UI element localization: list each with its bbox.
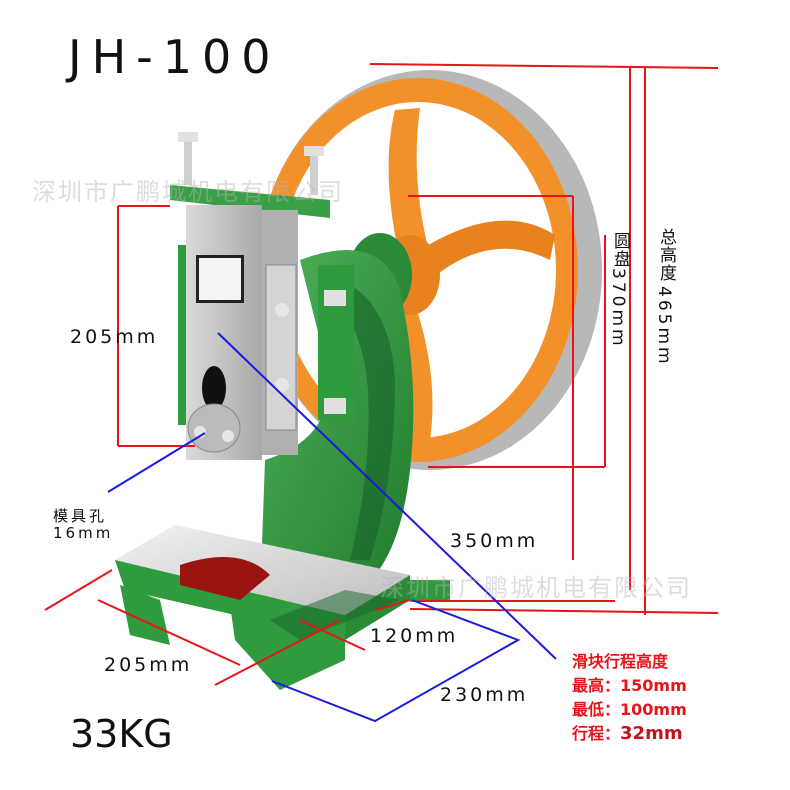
disc-label: 圆盘 [610, 232, 630, 268]
model-title: JH-100 [68, 30, 281, 84]
slide-height-label: 205mm [70, 326, 159, 348]
base-width-label: 205mm [104, 654, 193, 676]
stroke-spec-row-min: 最低：100mm [572, 700, 687, 719]
stroke-spec-box: 滑块行程高度 最高：150mm 最低：100mm 行程：32mm [572, 650, 687, 746]
base-slot-label: 120mm [370, 625, 459, 647]
weight-label: 33KG [70, 712, 173, 756]
total-height-label: 总高度 [656, 228, 676, 282]
watermark-bottom: 深圳市广鹏城机电有限公司 [380, 574, 692, 602]
stroke-spec-row-max: 最高：150mm [572, 676, 687, 695]
leader-lines-blue [107, 332, 557, 723]
stroke-spec-row-stroke: 行程：32mm [572, 723, 683, 744]
die-hole-annotation: 模具孔 16mm [53, 507, 114, 542]
throat-depth-label: 350mm [450, 530, 539, 552]
base-depth-label: 230mm [440, 684, 529, 706]
disc-value: 370mm [608, 268, 628, 349]
stroke-spec-heading: 滑块行程高度 [572, 652, 669, 671]
dimension-lines-red [44, 63, 719, 686]
top-bracket [170, 132, 330, 218]
base [115, 525, 450, 690]
slide-ram [186, 205, 346, 460]
total-height-value: 465mm [654, 286, 674, 367]
watermark-top: 深圳市广鹏城机电有限公司 [32, 178, 344, 206]
